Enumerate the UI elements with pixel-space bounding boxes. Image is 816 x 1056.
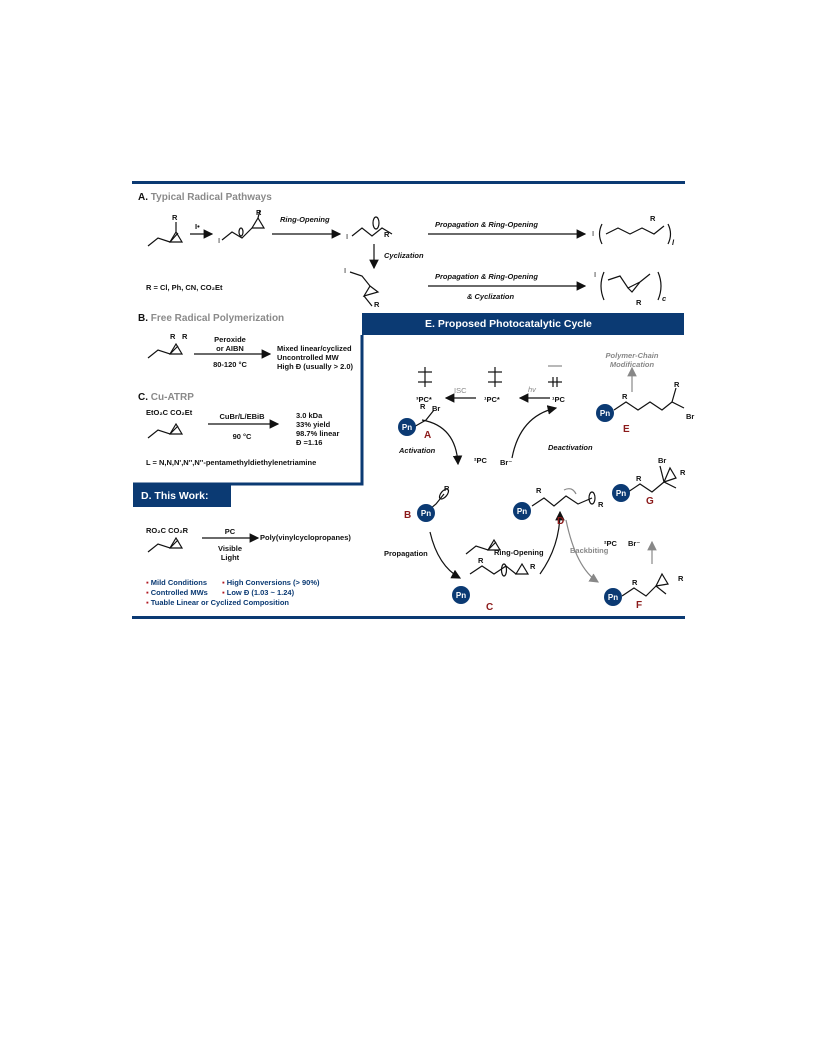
c-reagent: CuBr/L/EBiB: [219, 412, 265, 421]
a-l-subscript: l: [672, 238, 675, 247]
pn-d-circle: Pn: [513, 502, 531, 520]
label-e: E: [623, 424, 630, 435]
a-r-label-5: R: [374, 300, 380, 309]
e-d-r-2: R: [598, 500, 604, 509]
b-result-3: High Đ (usually > 2.0): [277, 362, 354, 371]
e-e-br: Br: [686, 412, 695, 421]
a-prop-ring-opening-label: Propagation & Ring-Opening: [435, 220, 538, 229]
d-substituents: RO₂C CO₂R: [146, 526, 189, 535]
feature-item: ▪ High Conversions (> 90%): [222, 578, 320, 587]
b-result-2: Uncontrolled MW: [277, 353, 339, 362]
e-deactivation-label: Deactivation: [548, 443, 593, 452]
a-r-label-4: R: [650, 214, 656, 223]
e-f-r-1: R: [632, 578, 638, 587]
e-d-r-1: R: [536, 486, 542, 495]
e-backbiting-label: Backbiting: [570, 546, 609, 555]
c-temperature: 90 °C: [232, 432, 252, 441]
a-i-label-1: I: [218, 236, 221, 245]
e-pc2-label-2: ²PC: [604, 539, 617, 548]
pn-a-circle: Pn: [398, 418, 416, 436]
label-a: A: [424, 430, 432, 441]
e-e-r-1: R: [622, 392, 628, 401]
feature-item: ▪ Mild Conditions: [146, 578, 208, 587]
a-i-label-3: I: [344, 266, 347, 275]
c-result-2: 33% yield: [296, 420, 331, 429]
a-ring-opening-label: Ring-Opening: [280, 215, 330, 224]
d-condition-1: Visible: [217, 544, 243, 553]
a-r-label-1: R: [172, 213, 178, 222]
e-g-r-1: R: [636, 474, 642, 483]
e-pc1s-label: ¹PC*: [484, 395, 500, 404]
e-modification-label-1: Polymer-Chain: [605, 351, 659, 360]
a-r-definition: R = Cl, Ph, CN, CO₂Et: [146, 283, 223, 292]
c-result-3: 98.7% linear: [296, 429, 340, 438]
label-f: F: [636, 600, 643, 611]
pn-b-circle: Pn: [417, 504, 435, 522]
label-c: C: [486, 602, 494, 613]
pn-g-circle: Pn: [612, 484, 630, 502]
feature-item: ▪ Controlled MWs: [146, 588, 208, 597]
e-ring-opening-label: Ring-Opening: [494, 548, 544, 557]
feature-item: ▪ Low Đ (1.03 ~ 1.24): [222, 588, 295, 597]
label-d: D: [557, 516, 565, 527]
e-pc2-label: ²PC: [474, 456, 487, 465]
a-i-label-5: I: [594, 270, 597, 279]
e-modification-label-2: Modification: [609, 360, 655, 369]
e-c-r-2: R: [530, 562, 536, 571]
a-r-label-3: R: [384, 230, 390, 239]
section-d-header: D. This Work:: [133, 485, 231, 507]
a-prop-ring-opening-label-2: Propagation & Ring-Opening: [435, 272, 538, 281]
e-f-r-2: R: [678, 574, 684, 583]
d-condition-2: Light: [220, 553, 240, 562]
a-and-cyclization-label: & Cyclization: [467, 292, 515, 301]
section-a-header: A. Typical Radical Pathways: [138, 192, 272, 203]
e-g-r-2: R: [680, 468, 686, 477]
c-ligand-definition: L = N,N,N',N'',N''-pentamethyldiethylene…: [146, 458, 317, 467]
a-cyclization-label: Cyclization: [384, 251, 424, 260]
e-hv-label: hv: [528, 385, 536, 394]
pn-f-circle: Pn: [604, 588, 622, 606]
c-result-4: Đ =1.16: [296, 438, 323, 447]
pn-c-circle: Pn: [452, 586, 470, 604]
e-br-minus-label-2: Br⁻: [628, 539, 641, 548]
top-rule: [132, 181, 685, 184]
e-c-r-1: R: [478, 556, 484, 565]
a-i-label-2: I: [346, 232, 349, 241]
e-g-br: Br: [658, 456, 667, 465]
pn-e-circle: Pn: [596, 404, 614, 422]
b-r-label-1: R: [170, 332, 176, 341]
e-isc-label: ISC: [454, 386, 467, 395]
b-reagent-2: or AIBN: [216, 344, 244, 353]
a-r-label-2: R: [256, 208, 262, 217]
section-c-header: C. Cu-ATRP: [138, 392, 194, 403]
section-b-header: B. Free Radical Polymerization: [138, 313, 285, 324]
e-pc1-label: ¹PC: [552, 395, 565, 404]
e-a-br: Br: [432, 404, 441, 413]
bottom-rule: [132, 616, 685, 619]
e-br-minus-label: Br⁻: [500, 458, 513, 467]
a-i-label-4: I: [592, 229, 595, 238]
a-c-subscript: c: [662, 294, 667, 303]
c-result-1: 3.0 kDa: [296, 411, 323, 420]
e-propagation-label: Propagation: [384, 549, 428, 558]
section-e-header: E. Proposed Photocatalytic Cycle: [362, 313, 684, 335]
b-result-1: Mixed linear/cyclized: [277, 344, 352, 353]
e-activation-label: Activation: [399, 446, 436, 455]
label-g: G: [646, 496, 654, 507]
a-initiator: I•: [195, 222, 200, 231]
b-temperature: 80-120 °C: [213, 360, 247, 369]
e-b-r: R: [444, 484, 450, 493]
a-r-label-6: R: [636, 298, 642, 307]
e-e-r-2: R: [674, 380, 680, 389]
b-reagent-1: Peroxide: [214, 335, 246, 344]
d-reagent: PC: [224, 527, 236, 536]
e-pc3-label: ³PC*: [416, 395, 432, 404]
b-r-label-2: R: [182, 332, 188, 341]
c-substituents: EtO₂C CO₂Et: [146, 408, 193, 417]
e-a-r: R: [420, 402, 426, 411]
label-b: B: [404, 510, 412, 521]
d-product: Poly(vinylcyclopropanes): [260, 533, 351, 542]
feature-item: ▪ Tuable Linear or Cyclized Composition: [146, 598, 289, 607]
